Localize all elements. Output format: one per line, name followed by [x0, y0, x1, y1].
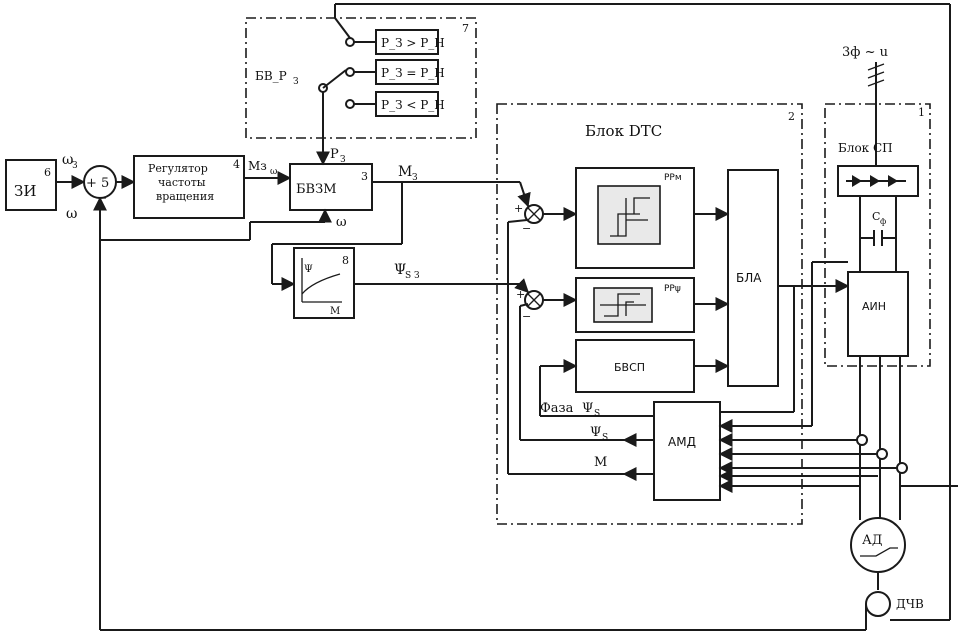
bvzm-number: 3: [361, 170, 368, 183]
bvps-group-frame: [245, 17, 477, 139]
dchv-sensor: [865, 591, 891, 617]
supply-coil: [867, 63, 885, 87]
bvsp-label: БВСП: [614, 361, 645, 374]
omega-bvzm-label: ω: [336, 215, 347, 230]
dtc-title: Блок DTC: [585, 122, 662, 140]
aim-inverter-block: [847, 271, 909, 357]
motor-winding: [860, 547, 898, 557]
mz-sub: З: [412, 173, 418, 183]
summator-minus: −: [97, 191, 107, 205]
rrpsi-label: РРψ: [664, 284, 681, 294]
aim-label: АИН: [862, 300, 886, 313]
psi-sz-label: Ψ: [394, 262, 406, 278]
rrm-label: РРм: [664, 173, 682, 183]
pz-label: P: [330, 147, 339, 162]
amd-label: АМД: [668, 435, 696, 449]
phase-psi-sub: S: [594, 409, 600, 419]
bvps-number: 7: [462, 22, 469, 35]
bla-block: [727, 169, 779, 387]
pz-sub: З: [340, 155, 346, 165]
flux-sum-minus: −: [522, 310, 531, 323]
regulator-line3: вращения: [156, 190, 214, 203]
bvzm-label: БВЗМ: [296, 182, 337, 197]
switch-contact-3: [345, 99, 355, 109]
phase-psi-label: Ψ: [582, 401, 593, 416]
sp-title: Блок СП: [838, 141, 893, 155]
supply-label: 3ф ~ u: [842, 45, 888, 60]
psi-sz-sub: S З: [405, 271, 420, 281]
option-box-2: [375, 59, 439, 85]
dtc-number: 2: [788, 110, 795, 123]
flux-sum-plus: +: [516, 288, 525, 301]
switch-blade: [322, 69, 347, 89]
mzw-label: Мз: [248, 159, 267, 173]
option-text-3: P_З < P_Н: [381, 98, 445, 112]
omega-z-label: ω: [62, 152, 73, 168]
option-box-1: [375, 29, 439, 55]
mzw-sub: ω: [270, 167, 277, 177]
flux-ylabel: Ψ: [304, 264, 313, 275]
flux-curve: [301, 273, 341, 295]
zi-number: 6: [44, 166, 51, 179]
option-box-3: [375, 91, 439, 117]
bvps-sub: З: [293, 77, 299, 87]
amd-block: [653, 401, 721, 501]
regulator-line2: частоты: [158, 176, 206, 189]
speed-regulator-block: [133, 155, 245, 219]
flux-xlabel: M: [330, 306, 340, 317]
flux-number: 8: [342, 254, 349, 267]
option-text-1: P_З > P_Н: [381, 36, 445, 50]
mz-label: M: [398, 164, 412, 180]
dchv-label: ДЧВ: [896, 597, 924, 611]
switch-contact-2: [345, 67, 355, 77]
phase-label: Фаза: [540, 401, 574, 416]
m-feedback-label: M: [594, 455, 607, 470]
torque-hysteresis-graph: [597, 185, 661, 245]
omega-z-sub: З: [72, 161, 78, 171]
psi-s-sub: S: [602, 433, 608, 443]
motor-label: АД: [862, 533, 882, 548]
regulator-line1: Регулятор: [148, 162, 208, 175]
summator-num: 5: [101, 176, 109, 191]
flux-function-block: [293, 247, 355, 319]
psi-s-label: Ψ: [590, 425, 601, 440]
dtc-group-frame: [496, 103, 803, 525]
cap-sub: ф: [880, 217, 886, 226]
summator-plus: +: [86, 176, 97, 191]
bvps-label: БВ_Р: [255, 69, 287, 83]
bla-label: БЛА: [736, 271, 762, 285]
switch-contact-1: [345, 37, 355, 47]
zi-label: ЗИ: [14, 182, 36, 200]
regulator-number: 4: [233, 158, 240, 171]
torque-sum-minus: −: [522, 222, 531, 235]
cap-label: C: [872, 210, 880, 223]
option-text-2: P_З = P_Н: [381, 66, 445, 80]
zi-block: [5, 159, 57, 211]
sp-number: 1: [918, 106, 925, 119]
omega-feedback-label: ω: [66, 206, 77, 222]
torque-sum-plus: +: [514, 202, 523, 215]
sp-group-frame: [824, 103, 931, 367]
